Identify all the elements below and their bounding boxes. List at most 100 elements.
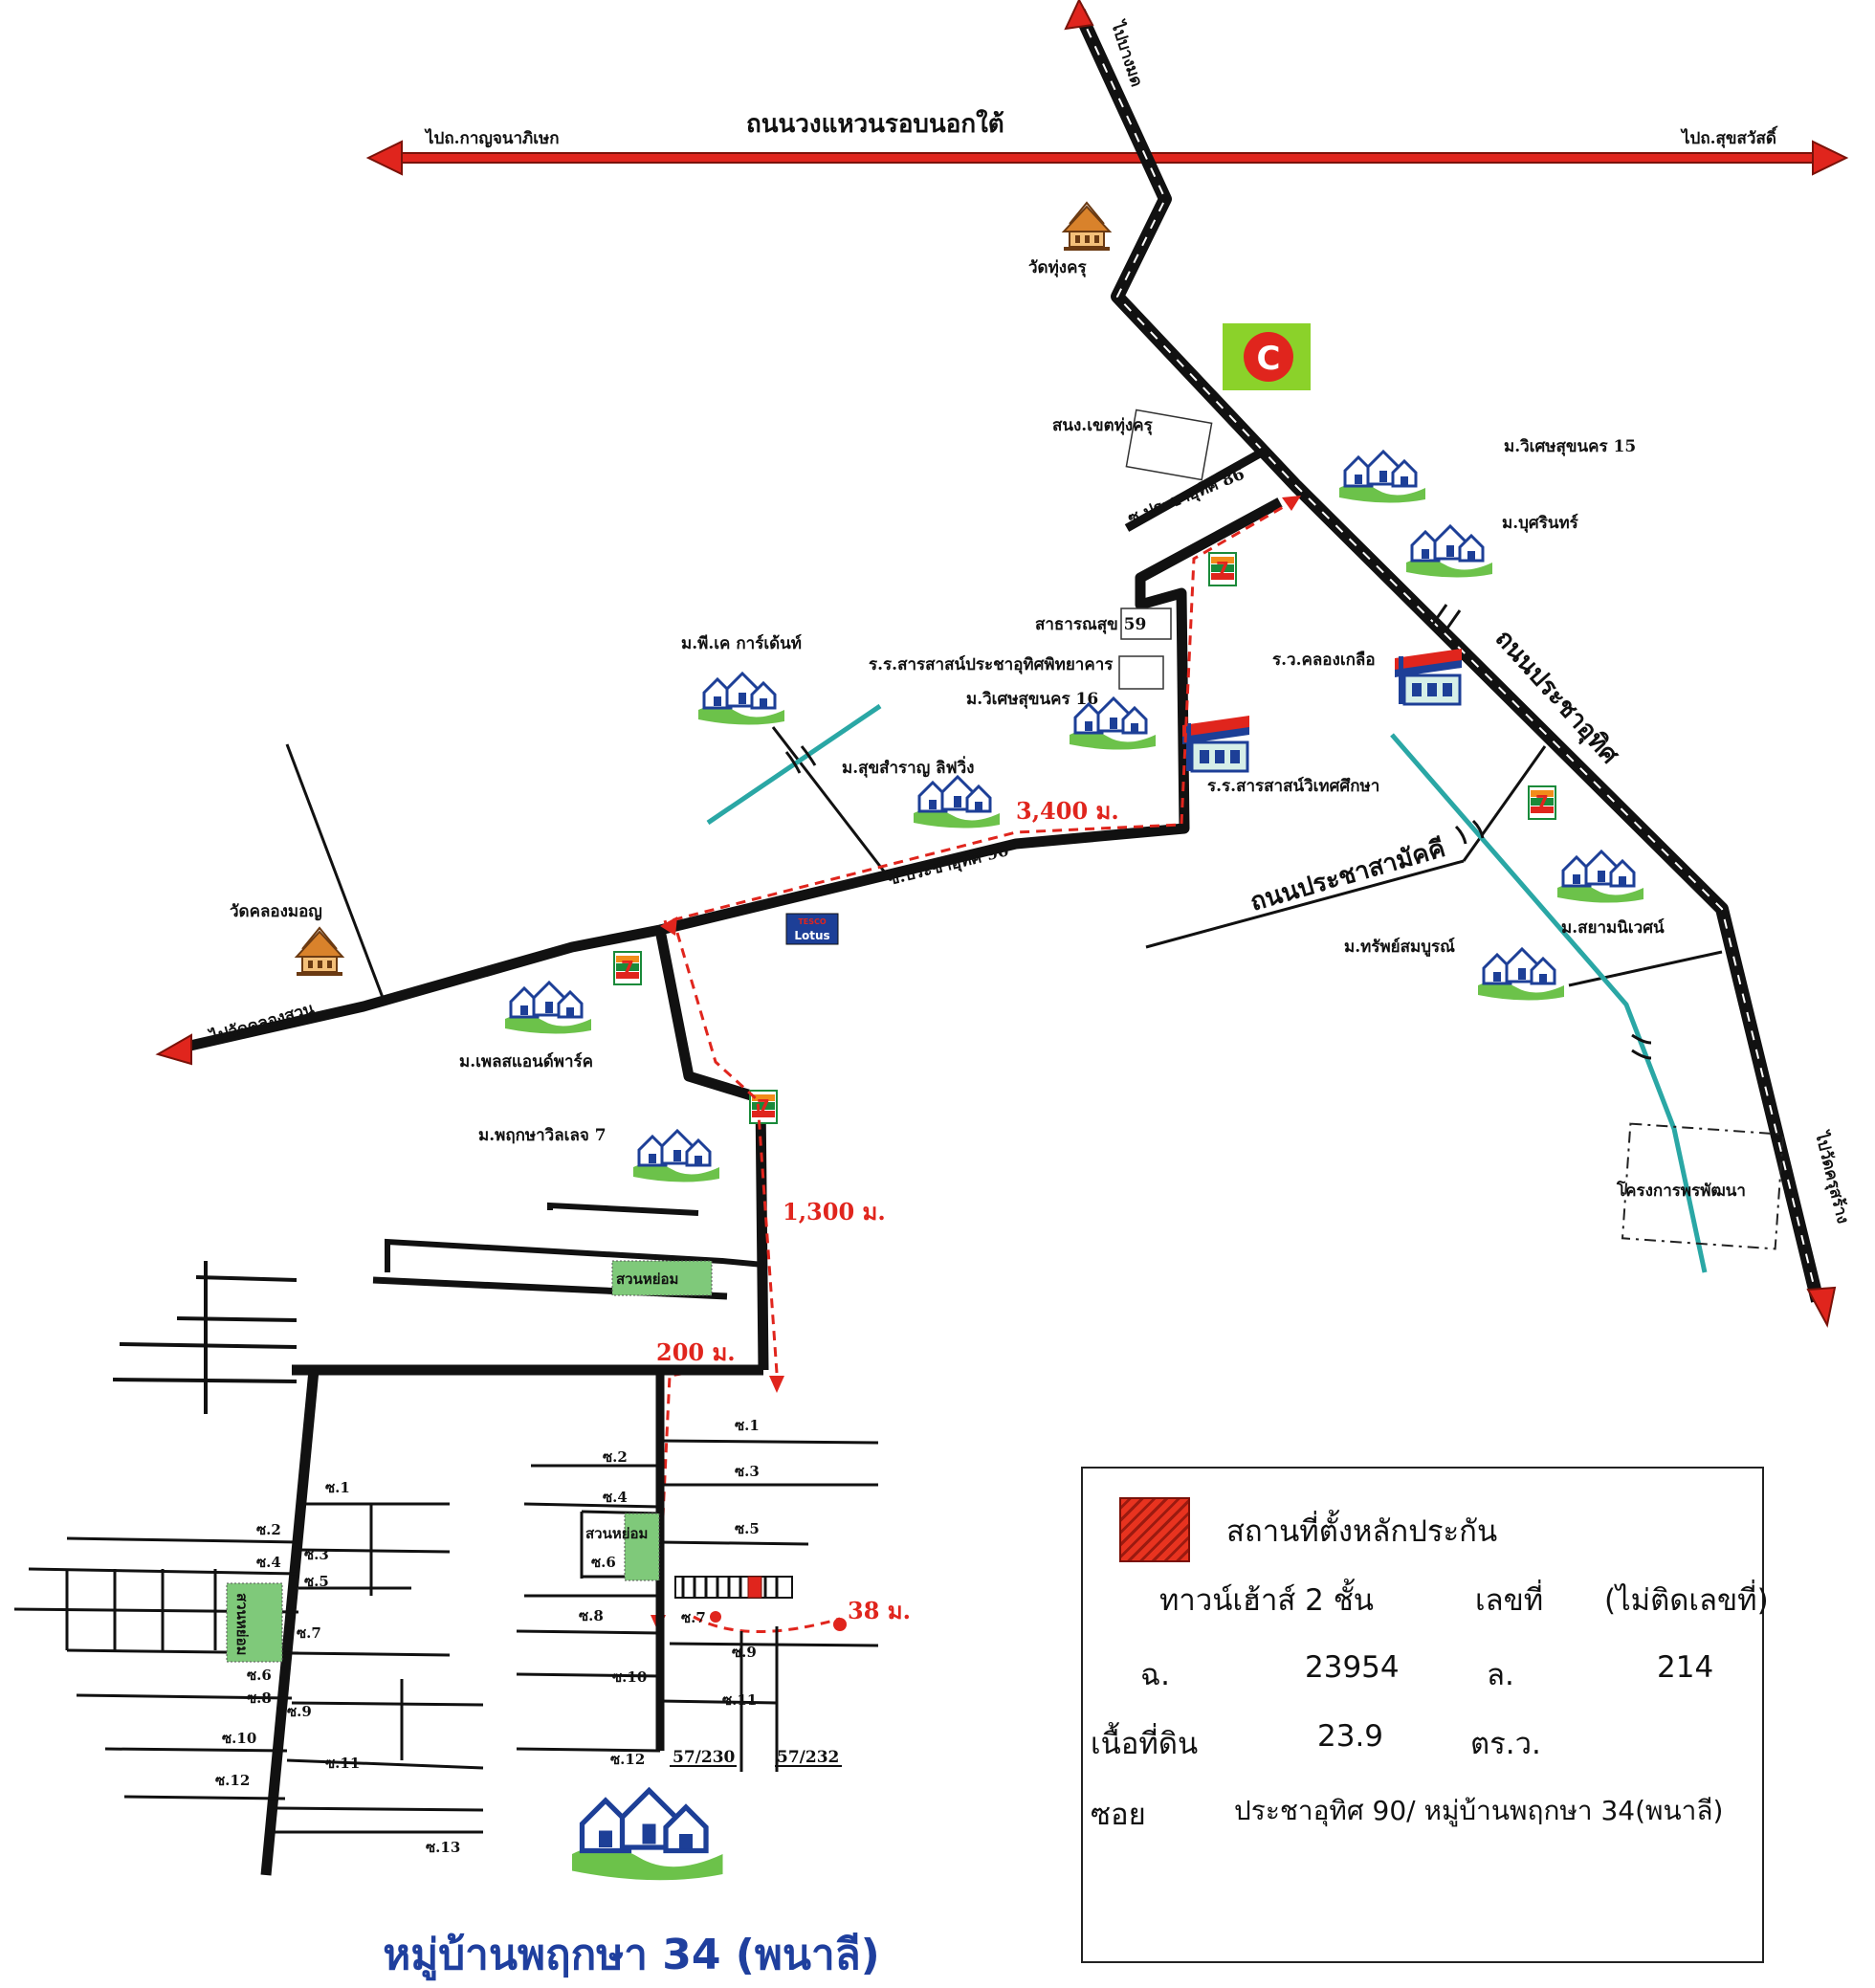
soi-label: ซ.4 bbox=[256, 1554, 281, 1571]
house-icon bbox=[696, 672, 786, 727]
sap-somboon-label: ม.ทรัพย์สมบูรณ์ bbox=[1344, 937, 1455, 958]
tesco-lotus-logo: TESCO Lotus bbox=[785, 913, 839, 945]
legend-plot-label: ล. bbox=[1487, 1658, 1514, 1692]
seven-eleven-icon bbox=[613, 951, 642, 985]
project-dev-label: โครงการพรพัฒนา bbox=[1616, 1181, 1746, 1201]
park-top bbox=[611, 1260, 713, 1296]
soi-label: ซ.9 bbox=[732, 1644, 757, 1661]
village-house-icon bbox=[572, 1791, 723, 1881]
school-1-box bbox=[1118, 655, 1164, 690]
soi-label: ซ.12 bbox=[610, 1751, 645, 1768]
soi-label: ซ.8 bbox=[247, 1690, 272, 1707]
pleasant-park-label: ม.เพลสแอนด์พาร์ค bbox=[459, 1051, 593, 1071]
khlong-kluea-label: ร.ว.คลองเกลือ bbox=[1272, 650, 1376, 670]
route-arrowhead bbox=[769, 1376, 784, 1393]
temple-icon bbox=[1063, 202, 1111, 252]
dist-3400-label: 3,400 ม. bbox=[1016, 797, 1119, 825]
soi-label: ซ.5 bbox=[304, 1573, 329, 1590]
soi-label: ซ.9 bbox=[287, 1703, 312, 1720]
soi-86-label: ซ.ประชาอุทิศ 86 bbox=[1125, 465, 1246, 529]
house-icon bbox=[1555, 850, 1645, 905]
soi-label: ซ.3 bbox=[735, 1463, 760, 1480]
to-wat-khru-sang-label: ไปวัดครุสร้าง bbox=[1811, 1128, 1854, 1226]
big-c-logo: C bbox=[1223, 323, 1311, 390]
house-icon bbox=[631, 1129, 721, 1184]
legend-soi-label: ซอย bbox=[1091, 1798, 1146, 1832]
bridges bbox=[784, 604, 1652, 1060]
dist-200-label: 200 ม. bbox=[656, 1338, 736, 1366]
ring-road-label: ถนนวงแหวนรอบนอกใต้ bbox=[746, 109, 1004, 139]
soi-90-road bbox=[155, 497, 1283, 1371]
legend-area-value: 23.9 bbox=[1317, 1719, 1384, 1754]
soi-label: ซ.4 bbox=[603, 1489, 628, 1506]
burin-label: ม.บุศรินทร์ bbox=[1502, 513, 1579, 533]
house-b-label: 57/232 bbox=[777, 1748, 839, 1767]
district-office-box bbox=[1125, 409, 1213, 481]
house-icon bbox=[503, 981, 593, 1036]
wat-khlong-mon-label: วัดคลองมอญ bbox=[230, 902, 322, 921]
park-top-label: สวนหย่อม bbox=[616, 1270, 678, 1288]
park-left bbox=[226, 1582, 283, 1663]
soi-label: ซ.10 bbox=[612, 1668, 647, 1686]
prachauthit-road bbox=[1064, 0, 1837, 1328]
soi-label: ซ.7 bbox=[681, 1609, 706, 1626]
soi-label: ซ.3 bbox=[304, 1546, 329, 1563]
soi-86-road bbox=[1124, 446, 1269, 532]
school-2-label: ร.ร.สารสาสน์วิเทศศึกษา bbox=[1207, 776, 1379, 796]
house-icon bbox=[912, 775, 1002, 830]
wiset-15-label: ม.วิเศษสุขนคร 15 bbox=[1504, 437, 1636, 456]
soi-label: ซ.6 bbox=[247, 1667, 272, 1684]
seven-eleven-icon bbox=[1528, 785, 1556, 820]
park-right-label: สวนหย่อม bbox=[585, 1525, 648, 1542]
legend-title: สถานที่ตั้งหลักประกัน bbox=[1226, 1514, 1498, 1549]
svg-text:TESCO: TESCO bbox=[798, 917, 827, 926]
phruksa-7-label: ม.พฤกษาวิลเลจ 7 bbox=[478, 1126, 607, 1145]
legend-area-unit: ตร.ว. bbox=[1470, 1727, 1541, 1761]
school-icon bbox=[1180, 714, 1251, 773]
pk-garden-label: ม.พี.เค การ์เด้นท์ bbox=[681, 633, 802, 653]
soi-label: ซ.2 bbox=[256, 1521, 281, 1538]
legend-type: ทาวน์เฮ้าส์ 2 ชั้น bbox=[1159, 1583, 1374, 1618]
soi-label: ซ.8 bbox=[579, 1607, 604, 1624]
route-path bbox=[656, 497, 1297, 1633]
ring-road bbox=[365, 140, 1849, 176]
dist-38-label: 38 ม. bbox=[848, 1597, 911, 1624]
to-kanchana-label: ไปถ.กาญจนาภิเษก bbox=[424, 128, 560, 148]
route-arrowhead bbox=[660, 917, 677, 936]
soi-label: ซ.11 bbox=[722, 1691, 757, 1709]
village-title: หมู่บ้านพฤกษา 34 (พนาลี) bbox=[383, 1931, 880, 1979]
collateral-marker bbox=[747, 1576, 762, 1599]
house-icon bbox=[1476, 947, 1566, 1003]
legend-no-label: เลขที่ bbox=[1475, 1583, 1544, 1618]
school-1-label: ร.ร.สารสาสน์ประชาอุทิศพิทยาคาร bbox=[869, 654, 1114, 674]
legend-area-label: เนื้อที่ดิน bbox=[1091, 1727, 1199, 1761]
soi-label: ซ.10 bbox=[222, 1730, 256, 1747]
soi-label: ซ.5 bbox=[735, 1520, 760, 1537]
school-icon bbox=[1393, 647, 1464, 706]
suksamran-label: ม.สุขสำราญ ลิฟวิ่ง bbox=[842, 756, 974, 778]
soi-label: ซ.7 bbox=[297, 1624, 321, 1642]
legend-no-value: (ไม่ติดเลขที่) bbox=[1604, 1583, 1769, 1618]
public-health-label: สาธารณสุข 59 bbox=[1035, 615, 1146, 634]
collateral-swatch bbox=[1119, 1497, 1190, 1562]
right-soi-grid bbox=[516, 1439, 879, 1772]
to-sukhsawat-label: ไปถ.สุขสวัสดิ์ bbox=[1680, 125, 1778, 148]
house-icon bbox=[1337, 450, 1427, 505]
wat-thung-khru-label: วัดทุ่งครุ bbox=[1028, 258, 1087, 277]
soi-label: ซ.1 bbox=[325, 1479, 350, 1496]
townhouse-row bbox=[674, 1576, 793, 1599]
public-health-box bbox=[1120, 607, 1172, 640]
soi-label: ซ.2 bbox=[603, 1448, 628, 1466]
dist-1300-label: 1,300 ม. bbox=[783, 1198, 886, 1226]
legend-deed-value: 23954 bbox=[1305, 1650, 1400, 1685]
soi-label: ซ.12 bbox=[215, 1772, 250, 1789]
siam-niwet-label: ม.สยามนิเวศน์ bbox=[1561, 917, 1665, 938]
prachasamakkhi-label: ถนนประชาสามัคคี bbox=[1247, 834, 1448, 917]
house-icon bbox=[1404, 524, 1494, 580]
park-right bbox=[624, 1513, 660, 1581]
park-left-label: สวนหย่อม bbox=[233, 1593, 251, 1655]
route-arrowhead bbox=[1282, 496, 1301, 511]
project-boundary bbox=[1621, 1122, 1785, 1250]
svg-text:Lotus: Lotus bbox=[794, 929, 829, 942]
